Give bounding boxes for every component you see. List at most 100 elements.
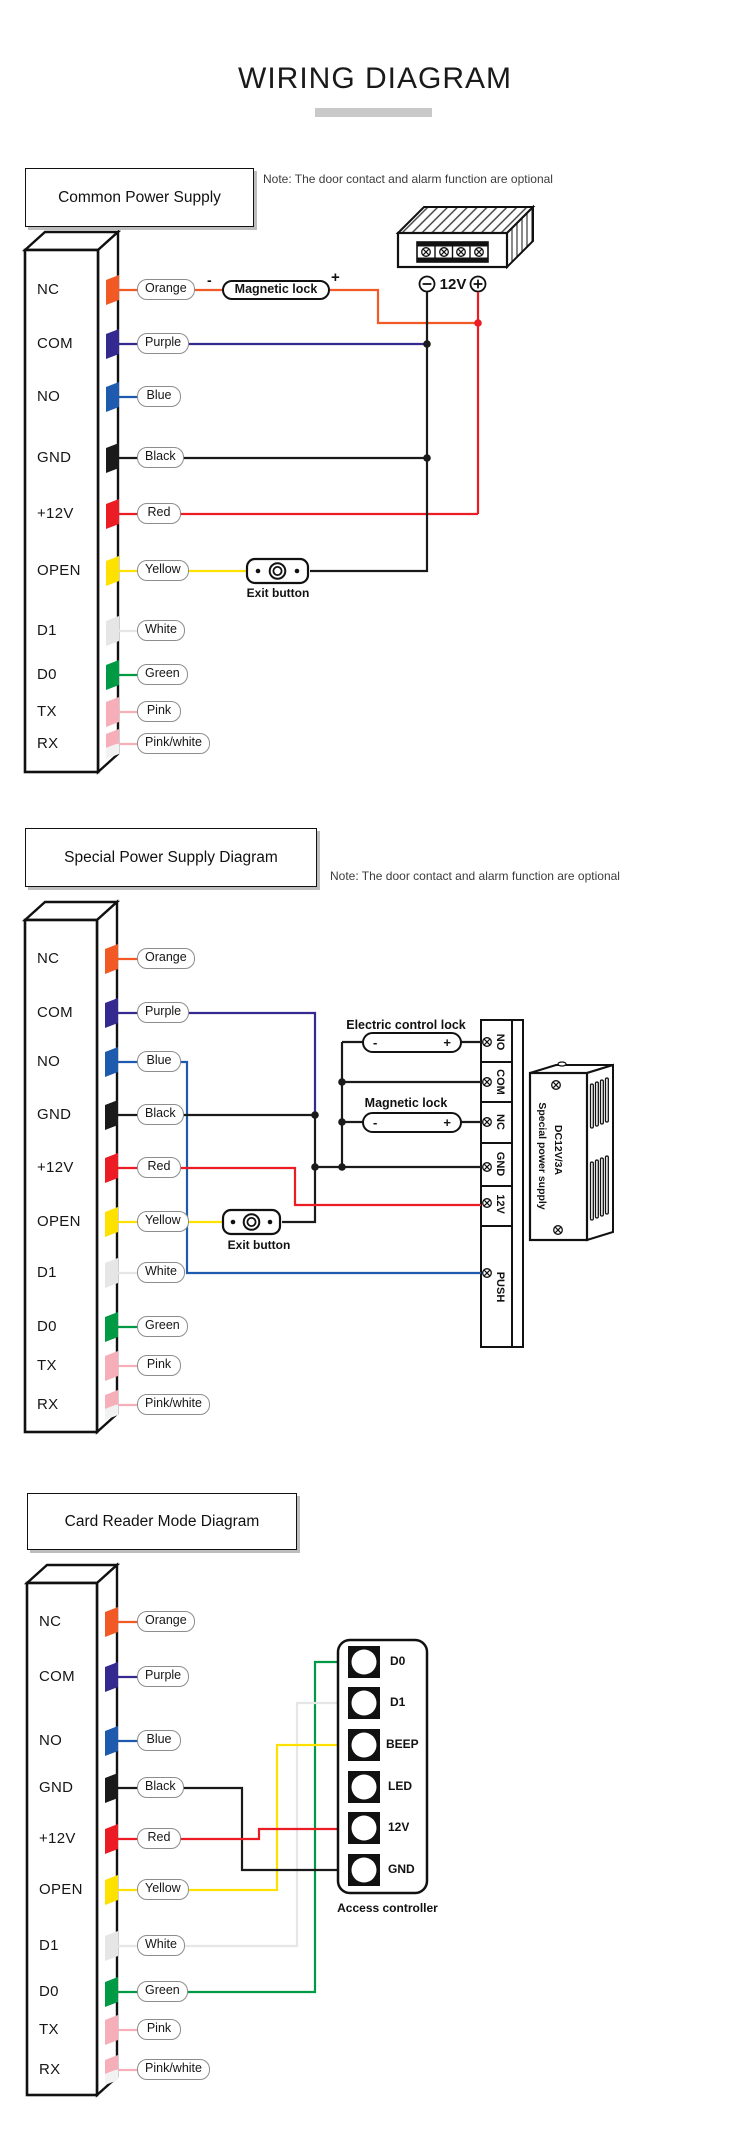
s2-terminal-label-no: NO [37, 1053, 61, 1070]
s3-wire-pill-gnd: Black [137, 1777, 184, 1798]
screw-icon-cross [475, 248, 483, 256]
s1-wire-pill-nc: Orange [137, 279, 195, 300]
s2-psu-model: DC12V/3A [552, 1124, 564, 1176]
s1-terminal-label-d1: D1 [37, 622, 57, 639]
s1-connector-no [106, 382, 119, 412]
s3-connector-d1 [105, 1931, 118, 1961]
junction-dot [338, 1078, 346, 1086]
junction-dot [423, 454, 431, 462]
s1-terminal-label-rx: RX [37, 735, 59, 752]
special-power-supply-box [528, 1061, 614, 1242]
s2-terminal-label-12v: +12V [37, 1159, 74, 1176]
s3-wire-pill-open: Yellow [137, 1879, 189, 1900]
wires-section3 [172, 1660, 350, 1994]
controller-caption: Access controller [337, 1901, 438, 1915]
s1-terminal-label-gnd: GND [37, 449, 72, 466]
psu-plus-terminal-icon [469, 275, 487, 293]
controller-pin-d1: D1 [390, 1695, 406, 1709]
s2-magnetic-lock: - + [362, 1112, 462, 1133]
strip-label-gnd: GND [494, 1151, 506, 1177]
s2-magnetic-lock-minus: - [373, 1114, 378, 1130]
controller-pin-d0: D0 [390, 1654, 406, 1668]
s3-terminal-label-12v: +12V [39, 1830, 76, 1847]
s2-wire-pill-d0: Green [137, 1316, 188, 1337]
screw-icon-cross [483, 1038, 491, 1046]
section2-header: Special Power Supply Diagram [64, 848, 278, 866]
s2-electric-lock-label: Electric control lock [346, 1018, 466, 1032]
screw-icon-cross [552, 1081, 560, 1089]
controller-pin-12v: 12V [388, 1820, 410, 1834]
section2-header-box: Special Power Supply Diagram [25, 828, 317, 887]
s2-exit-button-label: Exit button [227, 1238, 291, 1252]
exit-button-section2 [221, 1208, 282, 1236]
screw-icon-cross [457, 248, 465, 256]
s2-terminal-label-d1: D1 [37, 1264, 57, 1281]
s3-terminal-label-nc: NC [39, 1613, 62, 1630]
s3-wire-pill-nc: Orange [137, 1611, 195, 1632]
strip-label-push: PUSH [494, 1271, 506, 1303]
controller-pin-gnd: GND [388, 1862, 415, 1876]
s1-wire-pill-d1: White [137, 620, 185, 641]
controller-pin-led: LED [388, 1779, 412, 1793]
junction-dot [338, 1163, 346, 1171]
s1-wire-pill-rx: Pink/white [137, 733, 210, 754]
s1-terminal-label-no: NO [37, 388, 61, 405]
section1-header-box: Common Power Supply [25, 168, 254, 227]
wire-s3-red-12v [172, 1827, 350, 1841]
s3-connector-no [105, 1726, 118, 1756]
s2-connector-rx-white-half [105, 1404, 118, 1420]
s3-wire-pill-tx: Pink [137, 2019, 181, 2040]
s3-wire-pill-com: Purple [137, 1666, 190, 1687]
s1-wire-pill-no: Blue [137, 386, 181, 407]
s2-connector-nc [105, 944, 118, 974]
s2-electric-lock: - + [362, 1032, 462, 1053]
strip-label-com: COM [494, 1069, 506, 1095]
screw-icon-cross [483, 1078, 491, 1086]
s2-terminal-label-rx: RX [37, 1396, 59, 1413]
wire-s3-white-d1 [172, 1701, 350, 1948]
junction-dot [423, 340, 431, 348]
s1-terminal-label-d0: D0 [37, 666, 57, 683]
s2-connector-d0 [105, 1312, 118, 1342]
s1-connector-d1 [106, 616, 119, 646]
junction-dot [338, 1118, 346, 1126]
wire-s3-green-d0 [172, 1660, 350, 1994]
s3-connector-12v [105, 1824, 118, 1854]
screw-icon-cross [483, 1118, 491, 1126]
s3-connector-tx [105, 2015, 118, 2045]
s3-wire-pill-d1: White [137, 1935, 185, 1956]
s2-wire-pill-d1: White [137, 1262, 185, 1283]
s2-electric-lock-plus: + [443, 1034, 451, 1050]
title-underline [315, 108, 432, 117]
s1-connector-12v [106, 499, 119, 529]
section1-header: Common Power Supply [58, 188, 221, 206]
screw-icon-cross [483, 1163, 491, 1171]
s3-terminal-label-open: OPEN [39, 1881, 83, 1898]
s3-connector-nc [105, 1607, 118, 1637]
s1-connector-rx-white-half [106, 743, 119, 759]
s2-magnetic-lock-plus: + [443, 1114, 451, 1130]
s3-wire-pill-12v: Red [137, 1828, 181, 1849]
s3-terminal-label-no: NO [39, 1732, 63, 1749]
s2-magnetic-lock-label: Magnetic lock [364, 1096, 448, 1110]
s2-terminal-label-com: COM [37, 1004, 73, 1021]
junction-dot [311, 1163, 319, 1171]
s2-wire-pill-com: Purple [137, 1002, 190, 1023]
screw-icon-cross [440, 248, 448, 256]
junction-dot [474, 319, 482, 327]
s1-wire-pill-gnd: Black [137, 447, 184, 468]
s3-terminal-label-tx: TX [39, 2021, 59, 2038]
junction-dot [311, 1111, 319, 1119]
s2-connector-tx [105, 1351, 118, 1381]
screw-icon-cross [554, 1226, 562, 1234]
wire-s2-purple-com-to-gnd [172, 1011, 317, 1115]
s3-wire-pill-rx: Pink/white [137, 2059, 210, 2080]
s3-connector-rx [105, 2055, 118, 2074]
exit-button-section1 [245, 557, 310, 585]
s3-terminal-label-rx: RX [39, 2061, 61, 2078]
s2-wire-pill-gnd: Black [137, 1104, 184, 1125]
s2-terminal-label-tx: TX [37, 1357, 57, 1374]
s1-lock-minus-sign: - [207, 272, 212, 288]
s1-lock-plus-sign: + [331, 269, 340, 286]
